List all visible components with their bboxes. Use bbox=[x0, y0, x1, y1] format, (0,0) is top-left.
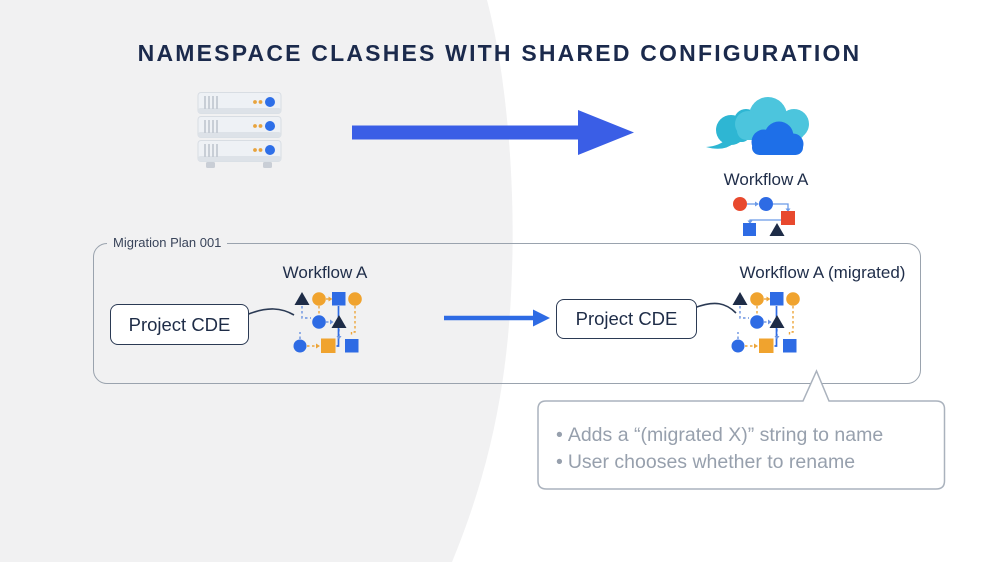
callout-bullet-1-text: Adds a “(migrated X)” string to name bbox=[567, 424, 884, 446]
callout-bullet-1: • Adds a “(migrated X)” string to name bbox=[556, 422, 936, 449]
source-project-box: Project CDE bbox=[110, 304, 249, 345]
server-stack-icon bbox=[197, 92, 282, 168]
right-connector-line bbox=[693, 302, 737, 314]
bullet-marker: • bbox=[556, 451, 563, 473]
source-workflow-label: Workflow A bbox=[282, 263, 368, 282]
migration-plan-container bbox=[93, 243, 921, 384]
callout-bullet-2-text: User chooses whether to rename bbox=[567, 451, 856, 473]
callout-bullet-2: • User chooses whether to rename bbox=[556, 449, 936, 476]
cloud-icon bbox=[706, 97, 809, 155]
cloud-workflow-label: Workflow A bbox=[723, 170, 809, 189]
right-arrow-icon bbox=[352, 110, 634, 155]
small-right-arrow-icon bbox=[444, 309, 550, 327]
source-project-label: Project CDE bbox=[128, 313, 231, 335]
bullet-marker: • bbox=[556, 424, 563, 446]
target-workflow-label: Workflow A (migrated) bbox=[739, 263, 906, 282]
target-project-box: Project CDE bbox=[556, 299, 697, 339]
page-title: NAMESPACE CLASHES WITH SHARED CONFIGURAT… bbox=[137, 40, 862, 66]
background-blob bbox=[0, 0, 513, 562]
target-project-label: Project CDE bbox=[575, 308, 678, 329]
callout-notes: • Adds a “(migrated X)” string to name •… bbox=[556, 422, 936, 476]
left-connector-line bbox=[245, 308, 295, 316]
migration-plan-label: Migration Plan 001 bbox=[107, 235, 228, 250]
